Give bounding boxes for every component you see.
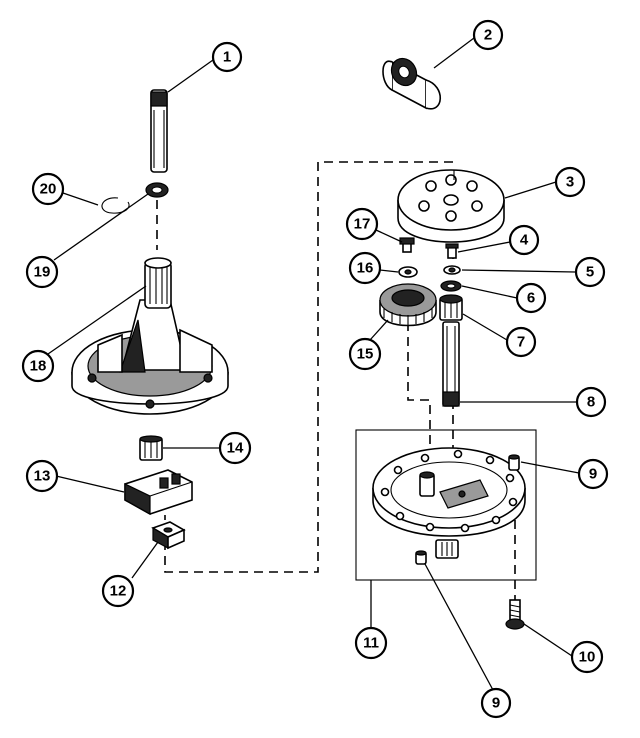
svg-text:12: 12 (110, 583, 127, 600)
callout-12: 12 (101, 574, 135, 608)
part-14-pinion-gear (139, 435, 163, 461)
svg-text:5: 5 (586, 264, 594, 281)
svg-text:19: 19 (34, 264, 51, 281)
part-18-transmission-housing (71, 257, 229, 415)
part-19-washer (145, 182, 169, 198)
svg-text:15: 15 (357, 346, 374, 363)
part-17-bolt (399, 237, 415, 253)
callout-20: 20 (31, 172, 65, 206)
part-3-pulley (397, 169, 505, 243)
part-10-screw (505, 599, 525, 630)
part-8-spline-shaft (442, 321, 460, 407)
svg-text:11: 11 (363, 635, 379, 652)
callout-6: 6 (515, 282, 547, 314)
part-6-washer (440, 280, 462, 292)
callout-16: 16 (348, 251, 382, 285)
part-9-pin-lower (415, 550, 427, 565)
callout-3: 3 (554, 166, 586, 198)
svg-text:1: 1 (223, 49, 231, 66)
part-7-small-gear (439, 294, 463, 321)
svg-text:6: 6 (527, 290, 535, 307)
part-13-shifter (124, 469, 193, 516)
callout-18: 18 (21, 349, 55, 383)
callout-14: 14 (218, 431, 252, 465)
callout-4: 4 (508, 224, 540, 256)
svg-text:2: 2 (484, 27, 492, 44)
svg-text:8: 8 (587, 394, 595, 411)
part-12-bearing-block (151, 521, 186, 550)
part-1-agitator-shaft (150, 89, 168, 173)
part-5-washer (443, 265, 461, 275)
svg-text:3: 3 (566, 174, 574, 191)
callout-1: 1 (211, 41, 243, 73)
part-11-mounting-plate-assembly (355, 429, 537, 581)
callout-11: 11 (354, 626, 388, 660)
svg-text:4: 4 (520, 232, 529, 249)
svg-text:16: 16 (357, 260, 374, 277)
part-2-bushing (382, 57, 441, 110)
svg-text:14: 14 (227, 440, 244, 457)
callout-10: 10 (570, 640, 604, 674)
callout-8: 8 (575, 386, 607, 418)
callout-17: 17 (345, 207, 379, 241)
svg-text:7: 7 (517, 334, 525, 351)
callout-5: 5 (574, 256, 606, 288)
svg-text:17: 17 (354, 216, 371, 233)
callout-15: 15 (348, 337, 382, 371)
part-4-pin (445, 243, 459, 259)
callout-9-lower: 9 (480, 687, 512, 719)
svg-text:9: 9 (492, 695, 500, 712)
svg-text:20: 20 (40, 181, 57, 198)
svg-text:13: 13 (34, 468, 51, 485)
callout-leaders (47, 37, 580, 691)
svg-text:10: 10 (579, 649, 596, 666)
svg-text:9: 9 (589, 466, 597, 483)
callout-19: 19 (25, 255, 59, 289)
callout-9-upper: 9 (577, 458, 609, 490)
part-15-drive-gear (379, 283, 437, 327)
part-16-washer (398, 266, 418, 278)
callout-7: 7 (505, 326, 537, 358)
part-9-pin-upper (508, 454, 520, 471)
callout-13: 13 (25, 459, 59, 493)
callout-2: 2 (472, 19, 504, 51)
svg-text:18: 18 (30, 358, 47, 375)
